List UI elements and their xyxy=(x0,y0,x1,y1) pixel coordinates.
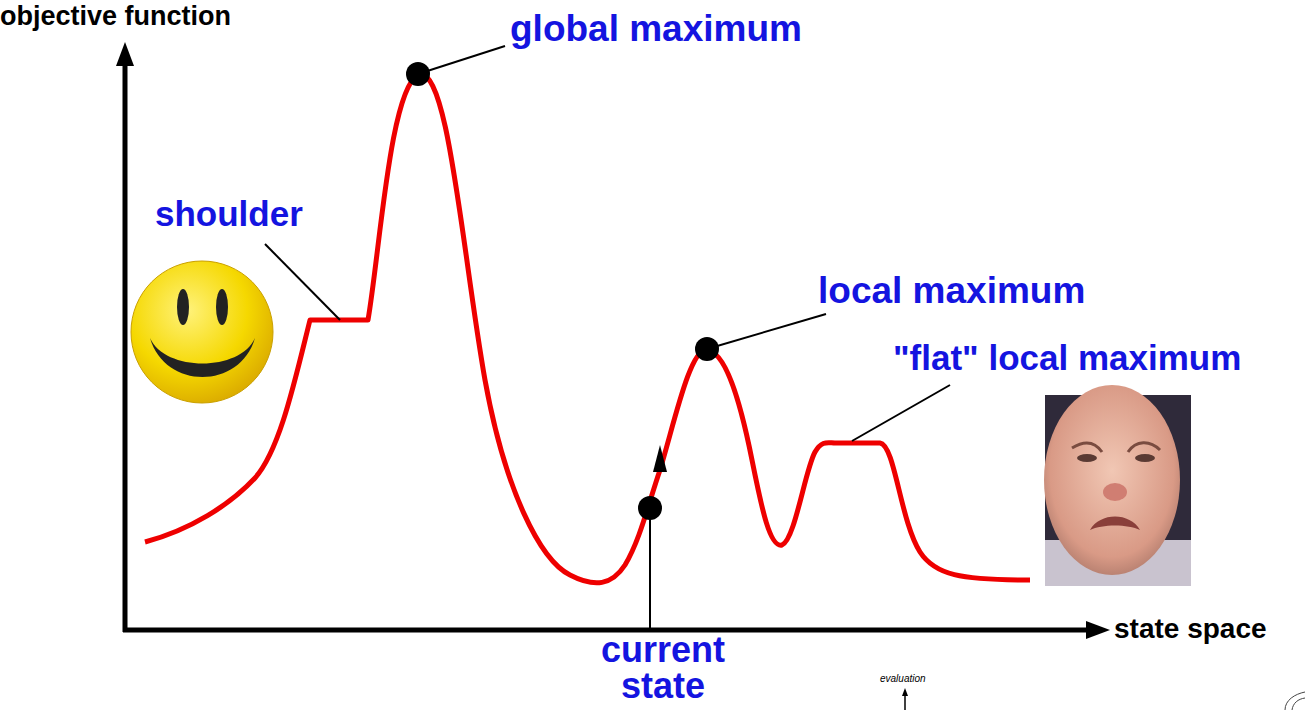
crying-baby-photo xyxy=(1044,385,1191,586)
climb-arrow xyxy=(653,445,667,472)
callout-label: shoulder xyxy=(155,196,303,233)
callout-label: "flat" local maximum xyxy=(893,340,1241,377)
leader-lines xyxy=(265,46,950,630)
callout-label: global maximum xyxy=(510,10,802,49)
callout-label: current state xyxy=(588,632,738,704)
smiley-face xyxy=(131,261,273,403)
callout-label: local maximum xyxy=(818,272,1085,311)
axis-title: objective function xyxy=(0,2,231,30)
axis-title: state space xyxy=(1114,614,1267,643)
objective-curve xyxy=(145,74,1030,582)
axis-note: evaluation xyxy=(880,674,926,685)
inset-fragment xyxy=(902,688,1305,710)
